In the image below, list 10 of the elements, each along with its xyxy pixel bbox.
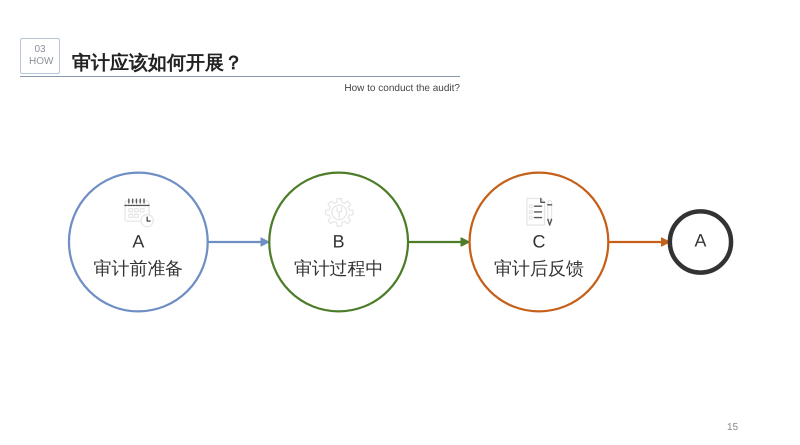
subtitle: How to conduct the audit? (344, 83, 460, 94)
section-tag: 03 HOW (20, 38, 60, 74)
node-circle: B 审计过程中 (268, 172, 410, 312)
slide-title: 审计应该如何开展？ (72, 51, 243, 76)
node-circle: C 审计后反馈 (468, 172, 610, 312)
arrow (208, 237, 270, 247)
arrow (408, 237, 470, 247)
node-circle: A (668, 209, 734, 275)
node-circle: A 审计前准备 (68, 172, 209, 312)
page-number: 15 (727, 422, 738, 433)
